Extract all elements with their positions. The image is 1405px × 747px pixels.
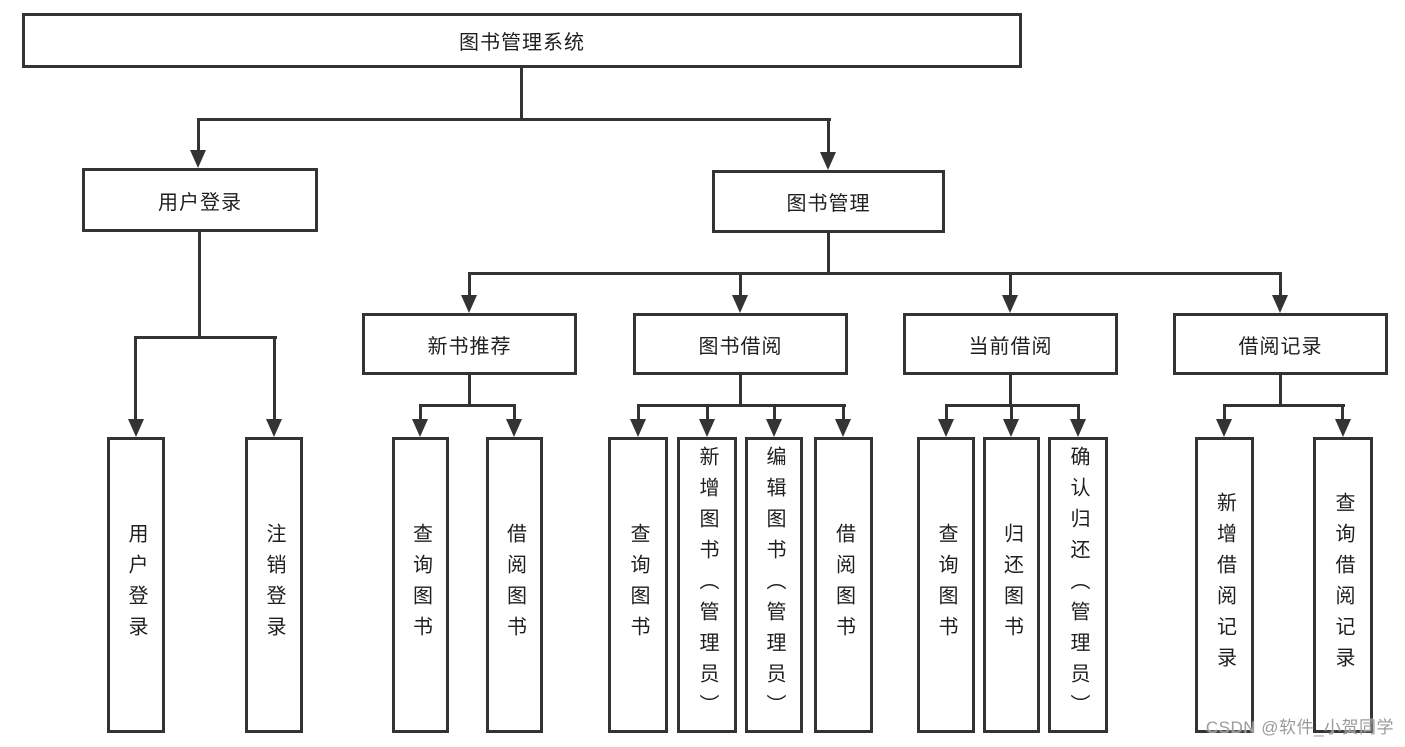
leaf-label: 查询图书 xyxy=(627,523,649,647)
leaf-borrow-add-books-admin: 新增图书（管理员） xyxy=(677,437,737,733)
connector-line xyxy=(1009,272,1012,296)
node-library-system: 图书管理系统 xyxy=(22,13,1022,68)
arrowhead-down-icon xyxy=(938,419,954,437)
connector-line xyxy=(706,404,709,419)
node-label: 图书借阅 xyxy=(698,335,783,358)
connector-line xyxy=(637,404,846,407)
leaf-current-confirm-return-admin: 确认归还（管理员） xyxy=(1048,437,1108,733)
connector-line xyxy=(827,233,830,274)
leaf-label: 新增图书（管理员） xyxy=(696,445,718,725)
arrowhead-down-icon xyxy=(412,419,428,437)
connector-line xyxy=(1009,375,1012,407)
connector-line xyxy=(198,232,201,339)
leaf-newrec-query-books: 查询图书 xyxy=(392,437,449,733)
node-book-management: 图书管理 xyxy=(712,170,945,233)
leaf-records-add-record: 新增借阅记录 xyxy=(1195,437,1254,733)
connector-line xyxy=(273,336,276,419)
leaf-label: 借阅图书 xyxy=(832,523,855,647)
leaf-current-query-books: 查询图书 xyxy=(917,437,975,733)
arrowhead-down-icon xyxy=(128,419,144,437)
node-user-login: 用户登录 xyxy=(82,168,318,232)
node-label: 图书管理系统 xyxy=(459,32,585,54)
node-label: 新书推荐 xyxy=(427,335,512,358)
connector-line xyxy=(1279,272,1282,296)
leaf-borrow-query-books: 查询图书 xyxy=(608,437,668,733)
arrowhead-down-icon xyxy=(461,295,477,313)
node-current-borrow: 当前借阅 xyxy=(903,313,1118,375)
node-label: 用户登录 xyxy=(158,191,242,214)
arrowhead-down-icon xyxy=(820,152,836,170)
node-label: 借阅记录 xyxy=(1238,335,1323,358)
leaf-label: 用户登录 xyxy=(125,523,147,647)
connector-line xyxy=(468,272,1282,275)
connector-line xyxy=(1223,404,1226,419)
leaf-label: 查询图书 xyxy=(409,523,432,647)
node-label: 图书管理 xyxy=(786,193,871,215)
csdn-watermark: CSDN @软件_小贺同学 xyxy=(1205,718,1394,737)
leaf-borrow-edit-books-admin: 编辑图书（管理员） xyxy=(745,437,803,733)
leaf-label: 新增借阅记录 xyxy=(1213,492,1236,678)
connector-line xyxy=(419,404,422,419)
connector-line xyxy=(1077,404,1080,419)
leaf-label: 查询借阅记录 xyxy=(1332,492,1354,678)
connector-line xyxy=(134,336,277,339)
connector-line xyxy=(1279,375,1282,407)
arrowhead-down-icon xyxy=(1216,419,1232,437)
connector-line xyxy=(827,118,830,154)
connector-line xyxy=(739,375,742,407)
arrowhead-down-icon xyxy=(835,419,851,437)
connector-line xyxy=(520,68,523,121)
leaf-label: 编辑图书（管理员） xyxy=(763,445,785,725)
node-book-borrow: 图书借阅 xyxy=(633,313,848,375)
leaf-label: 借阅图书 xyxy=(503,523,526,647)
arrowhead-down-icon xyxy=(190,150,206,168)
leaf-logout: 注销登录 xyxy=(245,437,303,733)
connector-line xyxy=(197,118,200,152)
connector-line xyxy=(197,118,831,121)
arrowhead-down-icon xyxy=(1335,419,1351,437)
connector-line xyxy=(419,404,516,407)
arrowhead-down-icon xyxy=(1003,419,1019,437)
node-label: 当前借阅 xyxy=(968,335,1053,358)
arrowhead-down-icon xyxy=(266,419,282,437)
leaf-label: 注销登录 xyxy=(263,523,285,647)
leaf-records-query-record: 查询借阅记录 xyxy=(1313,437,1373,733)
leaf-user-login: 用户登录 xyxy=(107,437,165,733)
connector-line xyxy=(468,375,471,407)
arrowhead-down-icon xyxy=(506,419,522,437)
arrowhead-down-icon xyxy=(766,419,782,437)
connector-line xyxy=(842,404,845,419)
arrowhead-down-icon xyxy=(1070,419,1086,437)
leaf-label: 确认归还（管理员） xyxy=(1067,445,1089,725)
arrowhead-down-icon xyxy=(699,419,715,437)
connector-line xyxy=(773,404,776,419)
arrowhead-down-icon xyxy=(1002,295,1018,313)
node-new-book-recommend: 新书推荐 xyxy=(362,313,577,375)
leaf-newrec-borrow-books: 借阅图书 xyxy=(486,437,543,733)
connector-line xyxy=(134,336,137,419)
leaf-borrow-borrow-books: 借阅图书 xyxy=(814,437,873,733)
connector-line xyxy=(1010,404,1013,419)
leaf-current-return-books: 归还图书 xyxy=(983,437,1040,733)
node-borrow-records: 借阅记录 xyxy=(1173,313,1388,375)
connector-line xyxy=(468,272,471,296)
arrowhead-down-icon xyxy=(1272,295,1288,313)
connector-line xyxy=(513,404,516,419)
leaf-label: 查询图书 xyxy=(935,523,957,647)
connector-line xyxy=(637,404,640,419)
arrowhead-down-icon xyxy=(732,295,748,313)
arrowhead-down-icon xyxy=(630,419,646,437)
connector-line xyxy=(1223,404,1345,407)
connector-line xyxy=(1341,404,1344,419)
leaf-label: 归还图书 xyxy=(1000,523,1023,647)
connector-line xyxy=(739,272,742,296)
connector-line xyxy=(945,404,948,419)
